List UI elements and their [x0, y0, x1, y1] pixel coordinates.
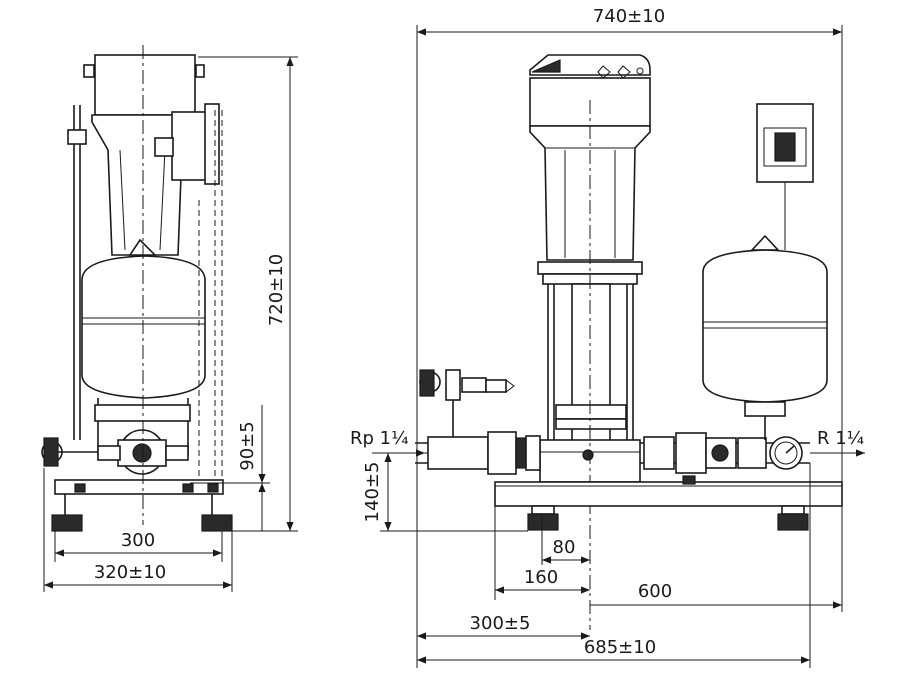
side-foot-right [201, 514, 233, 532]
front-inlet-valve [427, 436, 489, 470]
front-view [415, 54, 843, 630]
front-foot-left [527, 513, 559, 531]
dim-side-width-outer: 320±10 [94, 562, 166, 583]
side-motor-head [94, 54, 196, 116]
dim-front-600: 600 [638, 581, 672, 602]
dim-front-overall-width: 740±10 [593, 6, 665, 27]
dim-side-width-inner: 300 [121, 530, 155, 551]
dim-front-160: 160 [524, 567, 558, 588]
dim-front-base-width: 685±10 [584, 637, 656, 658]
front-expansion-tank [702, 249, 828, 403]
dim-front-pipe-height: 140±5 [362, 462, 383, 523]
front-dimensions: 740±10 140±5 80 160 600 300±5 685±10 [362, 6, 843, 668]
dim-side-height: 720±10 [266, 254, 287, 326]
side-dimensions: 720±10 90±5 300 320±10 [43, 56, 298, 592]
outlet-label: R 1¼ [817, 428, 864, 449]
side-base-frame [54, 479, 224, 495]
dim-front-80: 80 [553, 537, 576, 558]
front-outlet-valve [675, 432, 707, 474]
side-control-box [171, 111, 208, 181]
dim-side-inlet-height: 90±5 [237, 421, 258, 470]
side-foot-left [51, 514, 83, 532]
front-foot-right [777, 513, 809, 531]
side-view [41, 45, 233, 532]
dim-front-300: 300±5 [470, 613, 531, 634]
inlet-label: Rp 1¼ [350, 428, 409, 449]
